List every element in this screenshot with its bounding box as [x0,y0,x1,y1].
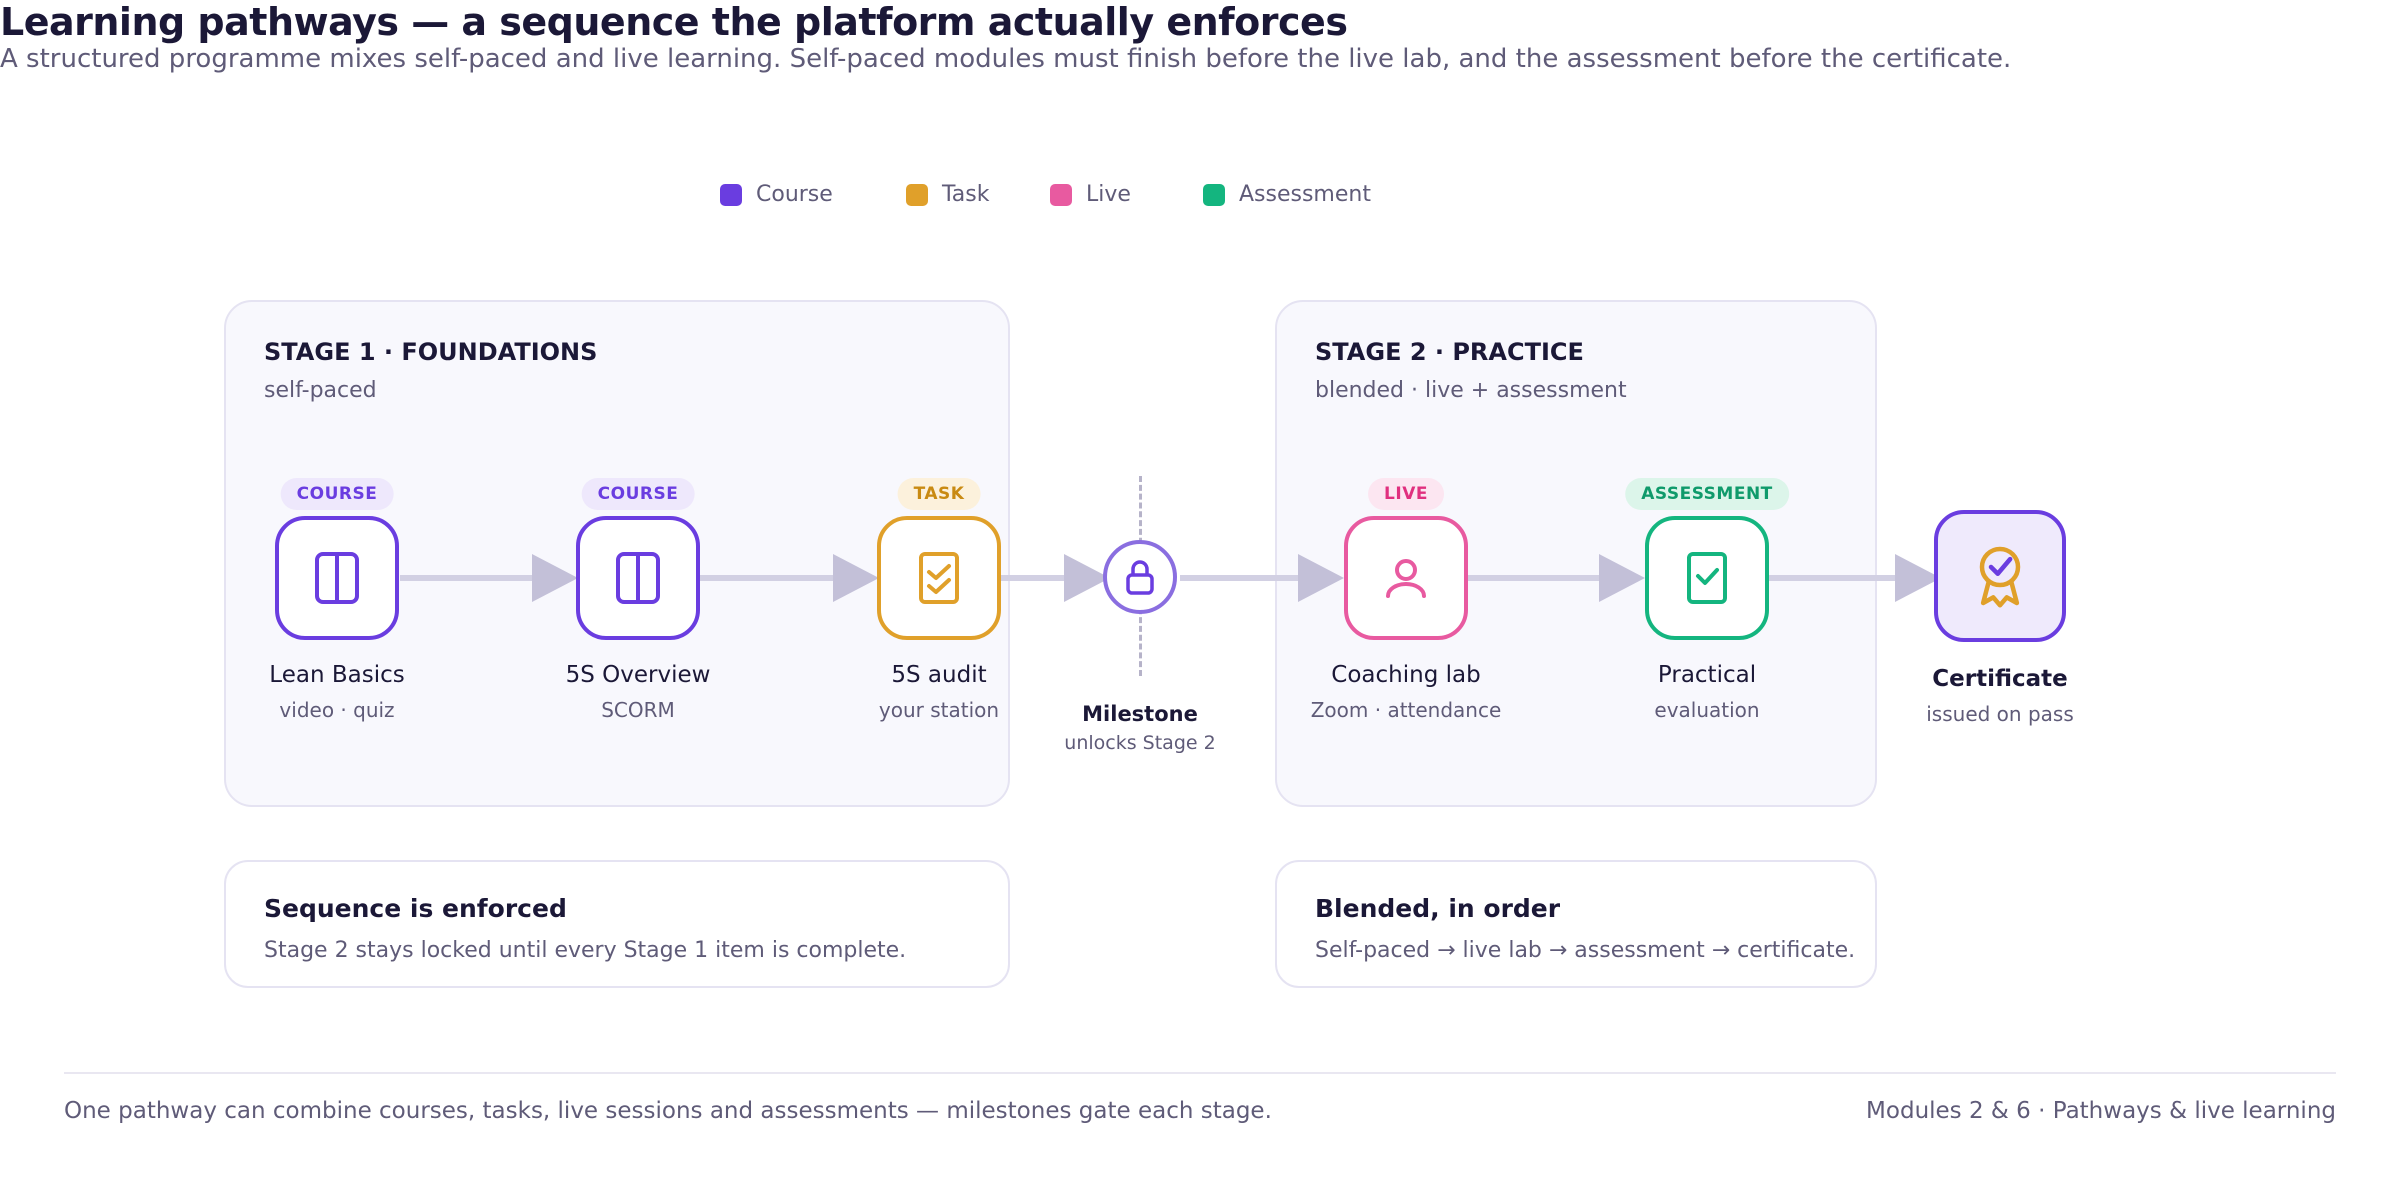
page-title: Learning pathways — a sequence the platf… [0,0,1348,44]
arrowhead-5 [1599,554,1645,602]
node-4-badge: LIVE [1368,478,1444,510]
stage-1-subtitle: self-paced [264,378,377,403]
node-4-sub: Zoom · attendance [1310,698,1502,722]
note-body: Stage 2 stays locked until every Stage 1… [264,938,907,963]
legend-swatch-live [1050,183,1072,206]
stage-2-subtitle: blended · live + assessment [1315,378,1627,403]
arrowhead-2 [833,554,879,602]
stage-2-title: STAGE 2 · PRACTICE [1315,338,1584,366]
legend-item-course: Course [720,182,833,207]
milestone-label: Milestone [1082,702,1198,726]
node-1-sub: video · quiz [279,698,395,722]
node-lean-basics[interactable] [275,516,399,640]
node-3-badge: TASK [897,478,981,510]
node-3-label: 5S audit [891,662,987,688]
node-5-sub: evaluation [1654,698,1760,722]
connector-2 [700,575,842,581]
stage-1-title: STAGE 1 · FOUNDATIONS [264,338,598,366]
note-title: Sequence is enforced [264,894,567,923]
legend-label-assessment: Assessment [1239,182,1371,207]
node-5-badge: ASSESSMENT [1625,478,1789,510]
milestone-node[interactable] [1103,540,1177,614]
footer-caption: One pathway can combine courses, tasks, … [64,1098,1272,1124]
certificate-label: Certificate [1932,666,2068,692]
node-1-badge: COURSE [280,478,394,510]
legend-swatch-course [720,183,742,206]
legend-item-assessment: Assessment [1203,182,1371,207]
certificate-node[interactable] [1934,510,2066,642]
legend-item-live: Live [1050,182,1131,207]
note-body: Self-paced → live lab → assessment → cer… [1315,938,1856,963]
connector-4 [1180,575,1300,581]
person-icon [1386,559,1426,598]
legend-swatch-assessment [1203,183,1225,206]
note-title: Blended, in order [1315,894,1561,923]
legend-swatch-task [906,183,928,206]
node-practical[interactable] [1645,516,1769,640]
arrowhead-4 [1298,554,1344,602]
connector-5 [1465,575,1605,581]
check-doc-icon [1687,552,1727,604]
arrowhead-6 [1895,554,1941,602]
arrowhead-3 [1064,554,1110,602]
node-5-label: Practical [1657,662,1757,688]
node-1-label: Lean Basics [269,662,405,688]
connector-3 [1000,575,1070,581]
footer-divider [64,1072,2336,1074]
book-icon [315,552,359,604]
node-5s-audit[interactable] [877,516,1001,640]
legend-label-live: Live [1086,182,1131,207]
node-4-label: Coaching lab [1331,662,1481,688]
note-card-blended: Blended, in order Self-paced → live lab … [1275,860,1877,988]
connector-1 [400,575,540,581]
node-2-badge: COURSE [581,478,695,510]
connector-6 [1765,575,1900,581]
page-subtitle: A structured programme mixes self-paced … [0,44,2012,74]
footer-module-ref: Modules 2 & 6 · Pathways & live learning [1866,1098,2336,1124]
note-card-sequence: Sequence is enforced Stage 2 stays locke… [224,860,1010,988]
award-icon [1979,546,2021,608]
legend-label-task: Task [942,182,990,207]
node-coaching-lab[interactable] [1344,516,1468,640]
node-2-label: 5S Overview [565,662,711,688]
arrowhead-1 [532,554,578,602]
book-icon [616,552,660,604]
checklist-icon [919,552,959,604]
node-2-sub: SCORM [601,698,675,722]
legend-item-task: Task [906,182,989,207]
legend-label-course: Course [756,182,833,207]
node-5s-overview[interactable] [576,516,700,640]
node-3-sub: your station [878,698,1000,722]
certificate-sub: issued on pass [1926,702,2074,726]
milestone-sub: unlocks Stage 2 [1064,732,1216,754]
lock-icon [1126,560,1154,595]
